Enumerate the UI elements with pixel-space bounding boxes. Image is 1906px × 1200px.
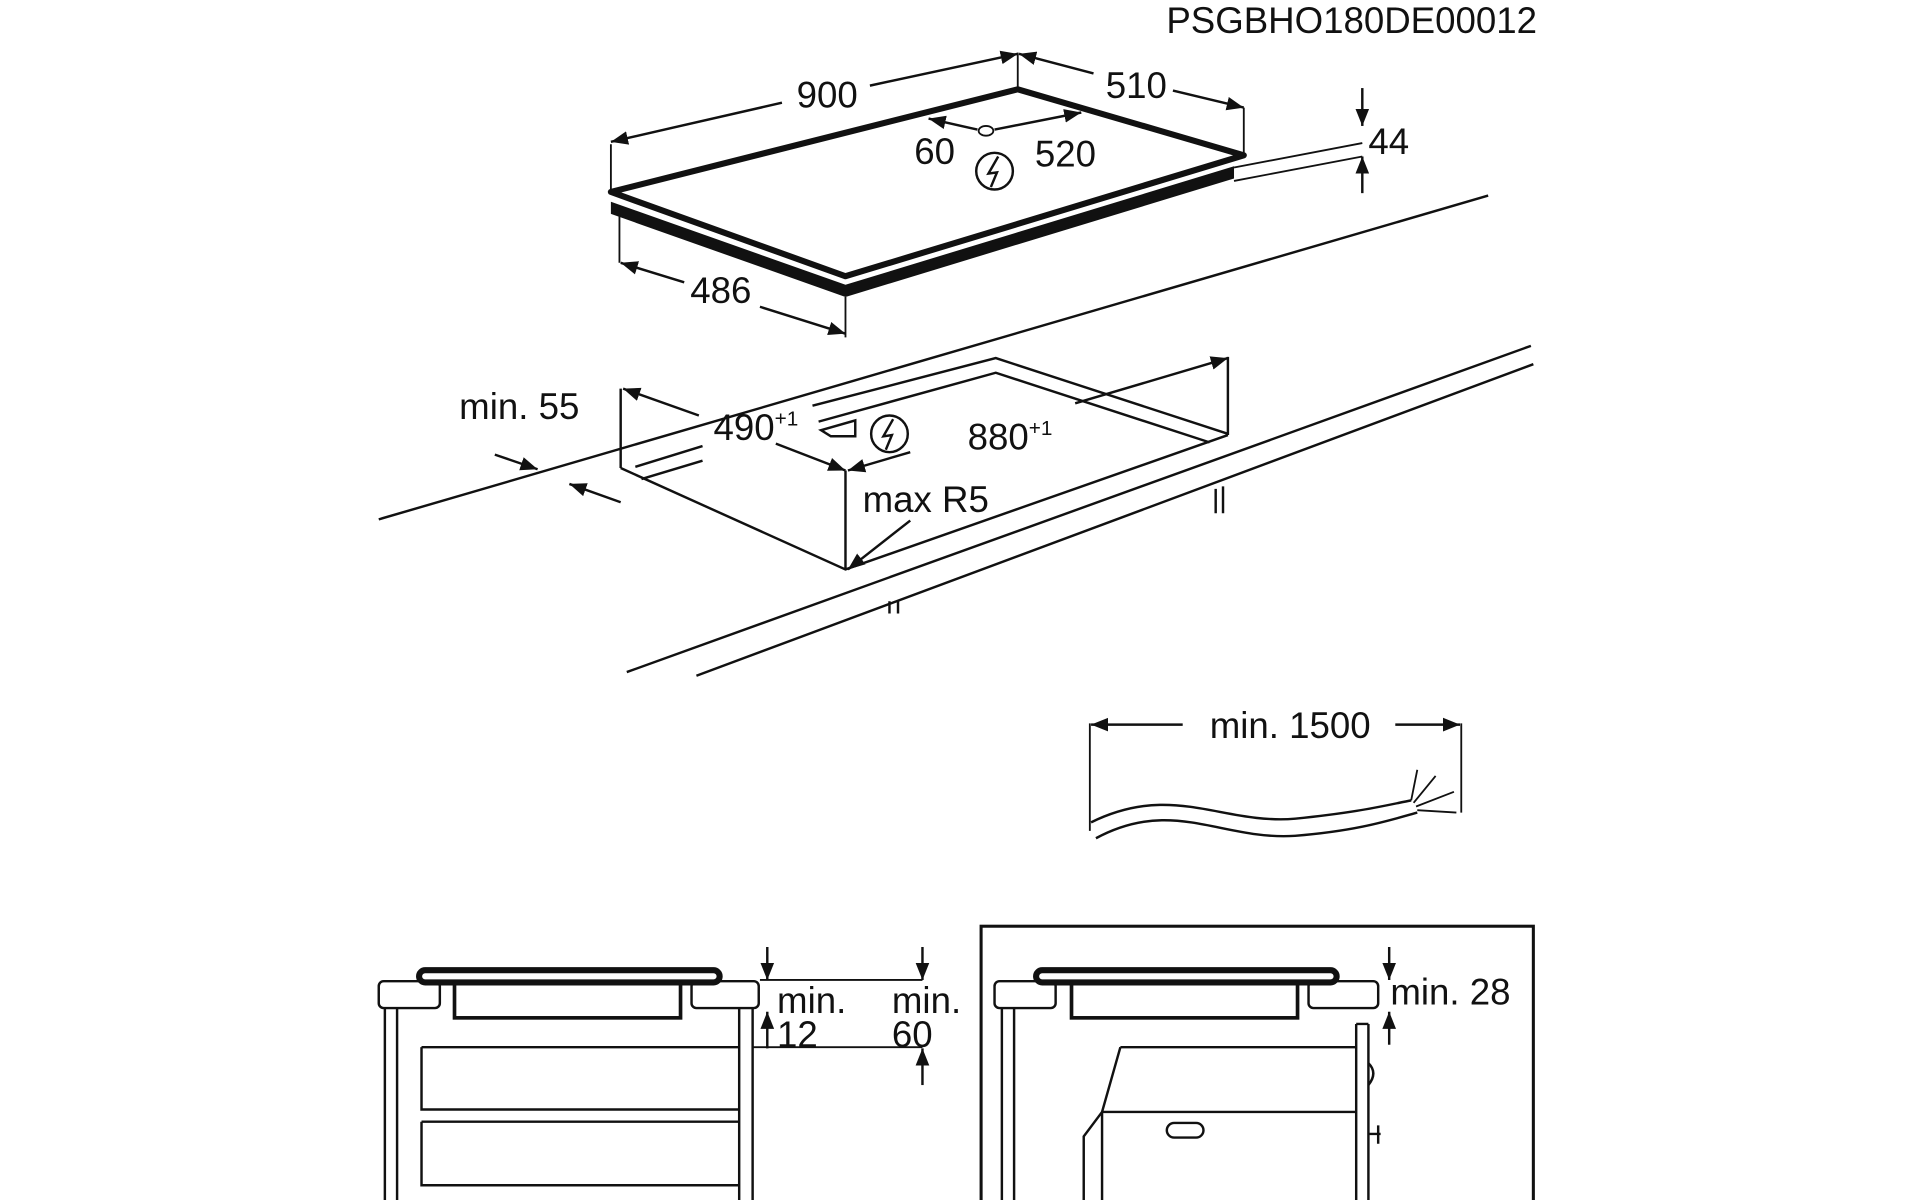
hob-edge [610,166,1235,297]
electrical-hazard-icon [869,414,910,454]
cable-min-length-label: min. 1500 [1210,705,1371,746]
min-edge-distance-label: min. 55 [459,386,579,427]
drawer-gap-value: 12 [777,1014,818,1055]
drawer-clearance-value: 60 [892,1014,933,1055]
side-view-oven: min. 28 [979,924,1535,1200]
connection-point [977,125,995,137]
cutout-depth-label: 490+1 [714,407,799,448]
oven-clearance-label: min. 28 [1390,971,1510,1012]
connection-offset-left-label: 60 [914,131,955,172]
drawer-gap-label: min. [777,980,846,1021]
hob-body-depth-label: 486 [690,270,751,311]
electrical-hazard-icon [974,151,1015,191]
cutout-depth-tolerance: +1 [775,407,799,430]
cutout-width-tolerance: +1 [1029,417,1053,440]
corner-radius-label: max R5 [863,479,989,520]
cable-drawing: min. 1500 [1088,705,1463,840]
hob-depth-label: 510 [1106,65,1167,106]
cutout-width-label: 880+1 [968,417,1053,458]
side-view-drawers: min. 12 min. 60 [377,946,961,1200]
connection-offset-right-label: 520 [1035,133,1096,174]
countertop-drawing: 490+1 880+1 min. 55 max R5 [378,194,1534,677]
drawing-code: PSGBHO180DE00012 [1166,0,1537,41]
hob-height-label: 44 [1368,121,1409,162]
hob-width-label: 900 [797,75,858,116]
hob-top-surface [607,86,1247,280]
drawer-clearance-label: min. [892,980,961,1021]
hob-drawing: 900 510 44 60 520 486 [607,50,1409,338]
cutout-width-value: 880 [968,417,1029,458]
cutout-depth-value: 490 [714,407,775,448]
